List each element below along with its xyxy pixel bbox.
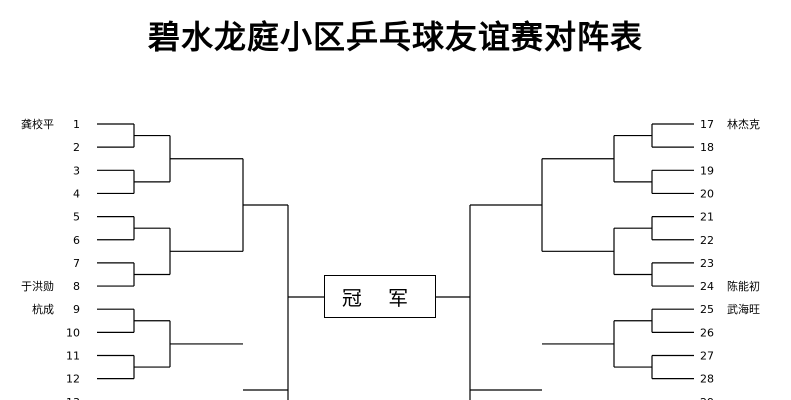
left-slot-number: 1	[73, 118, 80, 131]
right-slot-number: 28	[700, 373, 714, 386]
left-player-name: 杭成	[32, 302, 54, 316]
left-slot-number: 3	[73, 164, 80, 177]
left-player-name: 龚校平	[21, 117, 54, 131]
left-slot-number: 5	[73, 211, 80, 224]
bracket-lines	[97, 123, 694, 400]
right-slot-number: 21	[700, 211, 714, 224]
right-player-name: 林杰克	[727, 117, 760, 131]
right-slot-number: 18	[700, 141, 714, 154]
left-slot-number: 8	[73, 280, 80, 293]
left-slot-number: 6	[73, 234, 80, 247]
right-player-name: 陈能初	[727, 279, 760, 293]
right-slot-number: 22	[700, 234, 714, 247]
left-slot-number: 2	[73, 141, 80, 154]
right-slot-number: 26	[700, 326, 714, 339]
left-slot-number: 9	[73, 303, 80, 316]
right-player-name: 武海旺	[727, 302, 760, 316]
right-slot-number: 24	[700, 280, 714, 293]
left-slot-number: 4	[73, 187, 80, 200]
right-slot-number: 25	[700, 303, 714, 316]
left-slot-number: 12	[66, 373, 80, 386]
left-slot-number: 7	[73, 257, 80, 270]
right-slot-number: 27	[700, 350, 714, 363]
bracket-labels: 1龚校平2345678于洪勋9杭成1011121317林杰克1819202122…	[21, 117, 760, 400]
left-slot-number: 11	[66, 350, 80, 363]
right-slot-number: 29	[700, 396, 714, 400]
left-player-name: 于洪勋	[21, 279, 54, 293]
champion-box: 冠 军	[324, 275, 436, 318]
left-slot-number: 10	[66, 326, 80, 339]
page-title: 碧水龙庭小区乒乓球友谊赛对阵表	[147, 18, 643, 56]
left-slot-number: 13	[66, 396, 80, 400]
right-slot-number: 19	[700, 164, 714, 177]
right-slot-number: 20	[700, 187, 714, 200]
right-slot-number: 23	[700, 257, 714, 270]
right-slot-number: 17	[700, 118, 714, 131]
